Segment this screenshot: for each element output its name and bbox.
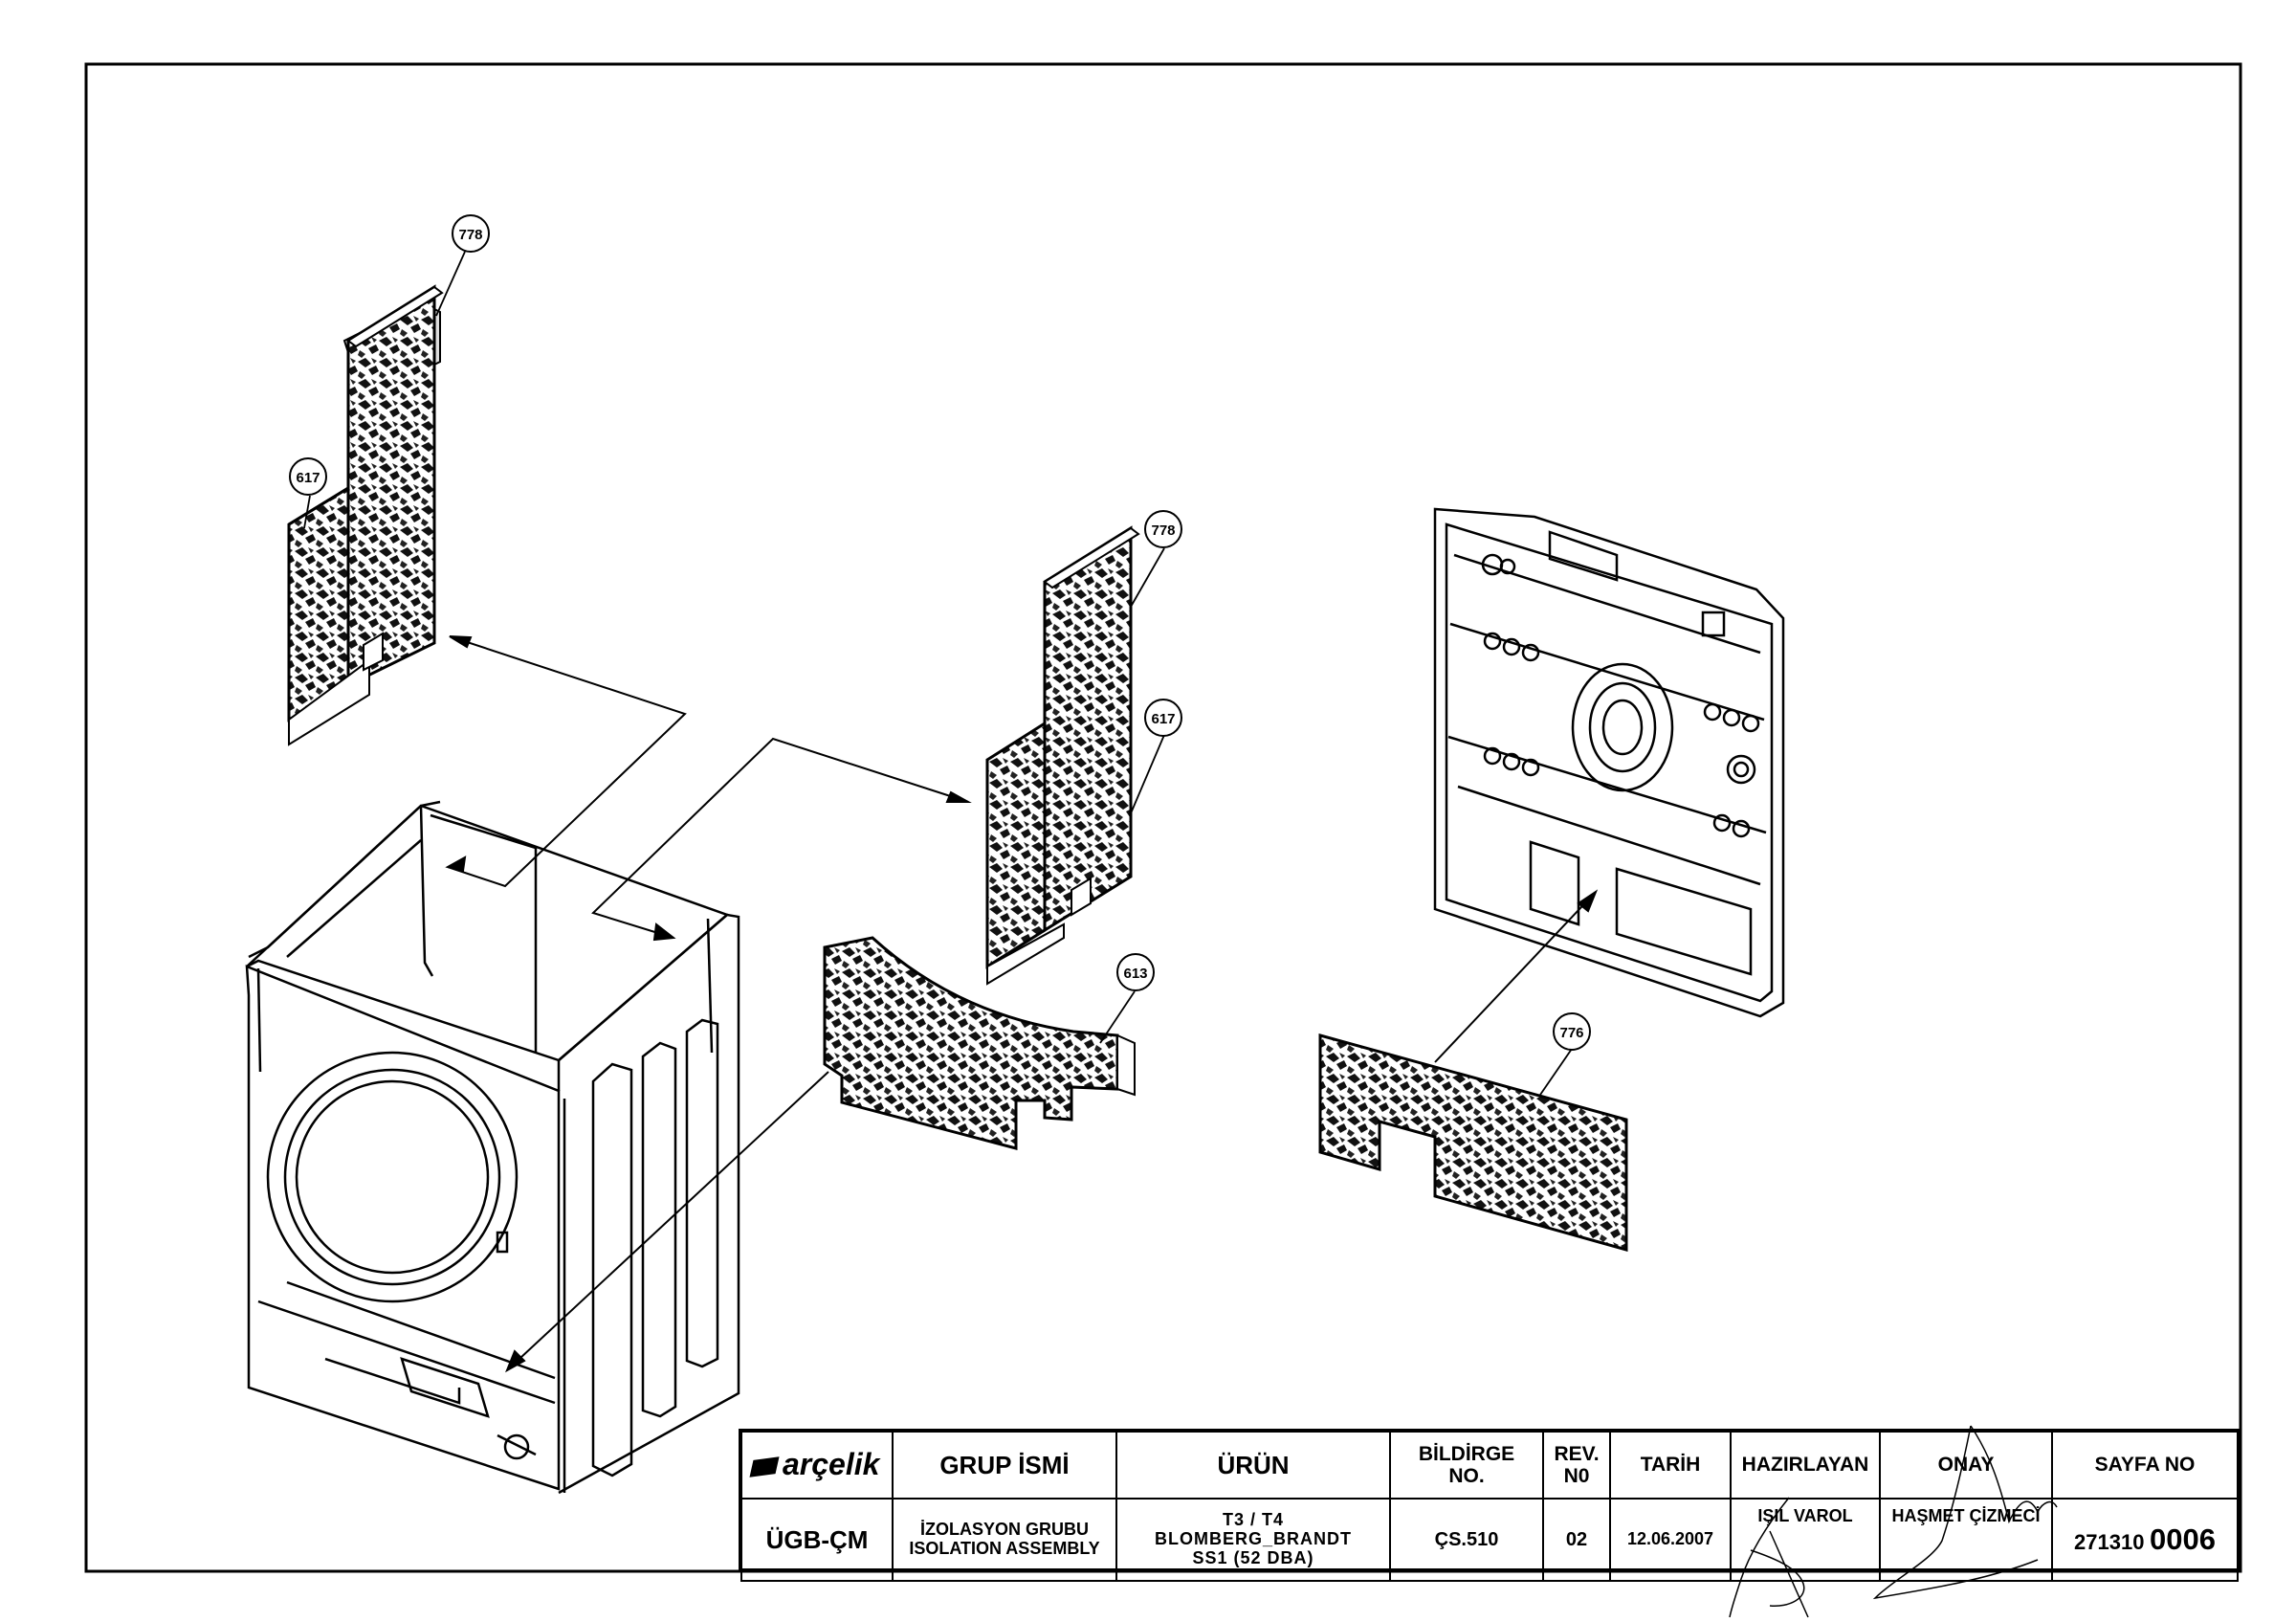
brand-mark-icon: [749, 1456, 780, 1478]
header-rev: REV.N0: [1542, 1431, 1611, 1500]
callout-778-middle: 778: [1144, 510, 1182, 548]
header-sheet: SAYFA NO: [2051, 1431, 2239, 1500]
callout-613: 613: [1116, 953, 1155, 991]
department-code: ÜGB-ÇM: [740, 1498, 894, 1582]
svg-text:617: 617: [296, 470, 320, 486]
svg-text:778: 778: [458, 227, 482, 243]
header-group: GRUP İSMİ: [892, 1431, 1117, 1500]
prepared-by: IŞIL VAROL: [1730, 1498, 1881, 1582]
arrow-776: [1434, 891, 1597, 1063]
arrow-613: [506, 1071, 829, 1371]
callout-leaders: [303, 251, 1573, 1096]
header-prepared: HAZIRLAYAN: [1730, 1431, 1881, 1500]
sheet-number: 271310 0006: [2051, 1498, 2239, 1582]
callout-778-top: 778: [452, 214, 490, 253]
insulation-panel-776: [1318, 1033, 1628, 1252]
insulation-panel-left: [287, 284, 444, 746]
header-product: ÜRÜN: [1115, 1431, 1391, 1500]
svg-text:613: 613: [1123, 966, 1147, 982]
arrow-left-panel: [447, 635, 687, 888]
svg-text:776: 776: [1559, 1025, 1583, 1041]
callout-776: 776: [1553, 1012, 1591, 1051]
date-value: 12.06.2007: [1609, 1498, 1732, 1582]
machine-cabinet: [245, 800, 740, 1495]
back-panel: [1433, 507, 1785, 1018]
svg-text:778: 778: [1151, 522, 1175, 539]
header-date: TARİH: [1609, 1431, 1732, 1500]
brand-logo: arçelik: [740, 1431, 894, 1500]
assembly-arrows: [445, 635, 1599, 1373]
insulation-panel-middle: [985, 525, 1140, 986]
header-approved: ONAY: [1879, 1431, 2053, 1500]
declaration-number: ÇS.510: [1389, 1498, 1544, 1582]
arrow-middle-panel: [591, 737, 969, 939]
revision-number: 02: [1542, 1498, 1611, 1582]
callout-617-left: 617: [289, 457, 327, 496]
svg-text:617: 617: [1151, 711, 1175, 727]
approved-by: HAŞMET ÇİZMECİ: [1879, 1498, 2053, 1582]
insulation-panel-613: [823, 936, 1136, 1150]
callout-617-middle: 617: [1144, 699, 1182, 737]
